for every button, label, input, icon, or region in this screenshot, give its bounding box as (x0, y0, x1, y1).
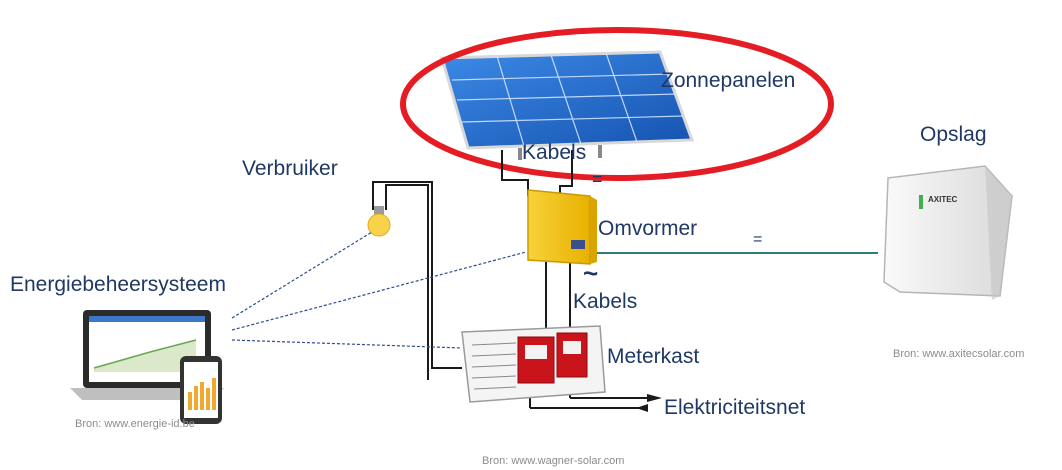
label-energiebeheersysteem: Energiebeheersysteem (10, 273, 226, 296)
label-elektriciteitsnet: Elektriciteitsnet (664, 396, 806, 419)
source-axitec: Bron: www.axitecsolar.com (893, 348, 1025, 360)
inverter (527, 189, 597, 265)
grid-arrow-out (647, 394, 662, 402)
grid-arrow-in (636, 404, 648, 412)
label-kabels-top: Kabels (522, 141, 587, 164)
dc-symbol-storage: = (753, 231, 763, 248)
label-verbruiker: Verbruiker (242, 157, 338, 180)
label-meterkast: Meterkast (607, 345, 700, 368)
label-kabels-bottom: Kabels (573, 290, 638, 313)
management-links (231, 231, 527, 349)
source-wagner: Bron: www.wagner-solar.com (482, 455, 625, 467)
source-energie-id: Bron: www.energie-id.be (75, 418, 195, 430)
ac-symbol: ~ (583, 258, 599, 288)
light-bulb (367, 206, 391, 237)
wires (372, 150, 654, 409)
storage-unit (883, 165, 1013, 300)
label-omvormer: Omvormer (598, 217, 698, 240)
meter-cabinet (461, 325, 606, 403)
label-zonnepanelen: Zonnepanelen (661, 69, 796, 92)
phone (180, 356, 222, 424)
label-opslag: Opslag (920, 123, 987, 146)
dc-symbol-top: = (592, 169, 603, 189)
highlight-ellipse (400, 27, 834, 181)
solar-panel (440, 50, 695, 160)
storage-brand-logo: AXITEC (928, 195, 958, 204)
